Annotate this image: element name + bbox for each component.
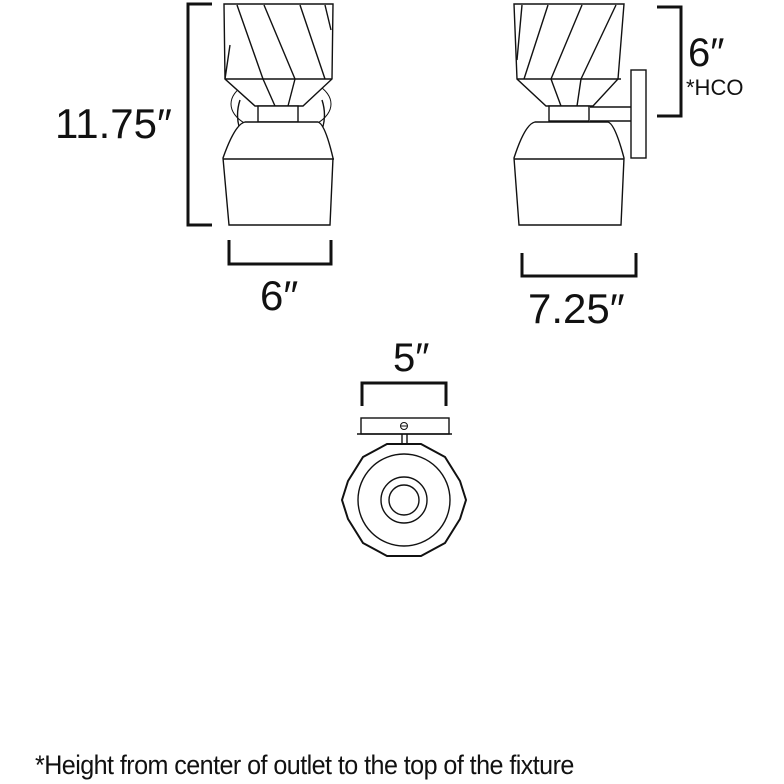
top-view bbox=[340, 417, 468, 557]
depth-bracket bbox=[520, 253, 638, 278]
backplate-bracket bbox=[360, 381, 448, 406]
backplate-label: 5″ bbox=[393, 336, 429, 380]
side-view bbox=[513, 3, 647, 226]
width-label-front: 6″ bbox=[260, 272, 298, 319]
width-bracket-front bbox=[227, 240, 333, 266]
footnote: *Height from center of outlet to the top… bbox=[35, 750, 574, 780]
hco-note: *HCO bbox=[686, 75, 743, 100]
depth-label: 7.25″ bbox=[528, 285, 625, 332]
hco-bracket bbox=[657, 5, 683, 118]
height-bracket bbox=[186, 2, 212, 227]
front-view bbox=[222, 3, 334, 226]
hco-label: 6″ bbox=[688, 31, 724, 75]
height-label: 11.75″ bbox=[55, 100, 172, 147]
